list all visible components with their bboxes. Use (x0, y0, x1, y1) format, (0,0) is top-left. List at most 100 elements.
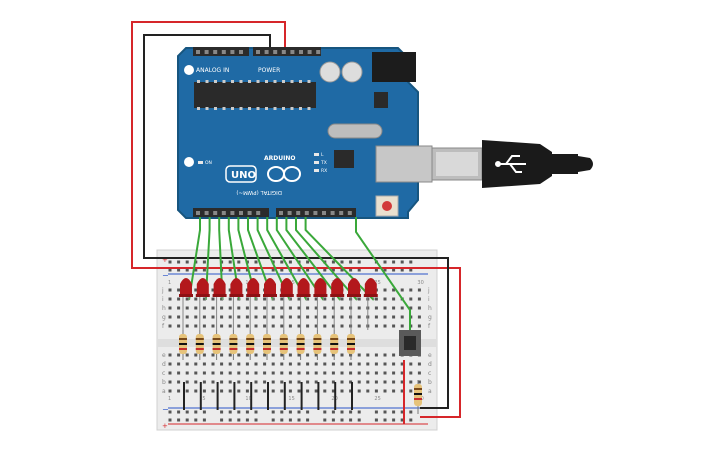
rail-hole[interactable] (323, 418, 327, 422)
rail-hole[interactable] (340, 410, 344, 414)
breadboard-hole[interactable] (211, 288, 215, 292)
breadboard-hole[interactable] (392, 288, 396, 292)
breadboard-hole[interactable] (314, 389, 318, 393)
breadboard-hole[interactable] (323, 353, 327, 357)
breadboard-hole[interactable] (306, 353, 310, 357)
breadboard-hole[interactable] (237, 306, 241, 310)
header-pin[interactable] (247, 211, 252, 215)
breadboard-hole[interactable] (263, 353, 267, 357)
resistor-row[interactable] (179, 330, 355, 360)
breadboard-hole[interactable] (211, 371, 215, 375)
rail-hole[interactable] (194, 418, 198, 422)
rail-hole[interactable] (288, 410, 292, 414)
breadboard-hole[interactable] (211, 380, 215, 384)
breadboard-hole[interactable] (400, 288, 404, 292)
breadboard-hole[interactable] (392, 297, 396, 301)
header-pin[interactable] (230, 50, 235, 54)
breadboard-hole[interactable] (349, 380, 353, 384)
breadboard-hole[interactable] (168, 371, 172, 375)
rail-hole[interactable] (374, 268, 378, 272)
header-pin[interactable] (213, 50, 218, 54)
breadboard-hole[interactable] (374, 362, 378, 366)
rail-hole[interactable] (349, 418, 353, 422)
breadboard-hole[interactable] (323, 380, 327, 384)
breadboard-hole[interactable] (237, 324, 241, 328)
breadboard-hole[interactable] (366, 371, 370, 375)
rail-hole[interactable] (392, 410, 396, 414)
rail-hole[interactable] (228, 268, 232, 272)
breadboard-hole[interactable] (228, 362, 232, 366)
breadboard-hole[interactable] (280, 306, 284, 310)
breadboard-hole[interactable] (323, 306, 327, 310)
rail-hole[interactable] (357, 418, 361, 422)
signal-wire[interactable] (237, 217, 258, 301)
rail-hole[interactable] (323, 268, 327, 272)
header-pin[interactable] (264, 50, 269, 54)
breadboard-hole[interactable] (220, 315, 224, 319)
red-led[interactable] (314, 278, 327, 296)
red-led[interactable] (264, 278, 276, 296)
breadboard-hole[interactable] (194, 288, 198, 292)
rail-hole[interactable] (349, 268, 353, 272)
usb-cable[interactable] (431, 140, 593, 188)
breadboard-hole[interactable] (400, 362, 404, 366)
breadboard-hole[interactable] (271, 389, 275, 393)
rail-hole[interactable] (331, 418, 335, 422)
breadboard-hole[interactable] (400, 324, 404, 328)
rail-hole[interactable] (202, 410, 206, 414)
breadboard-hole[interactable] (314, 362, 318, 366)
rail-hole[interactable] (168, 410, 172, 414)
breadboard-hole[interactable] (254, 353, 258, 357)
signal-wire[interactable] (204, 217, 211, 301)
rail-hole[interactable] (400, 410, 404, 414)
arduino-board[interactable]: ANALOG IN POWER DIGITAL (PWM~) ARDUINO U… (177, 47, 433, 219)
breadboard-hole[interactable] (400, 389, 404, 393)
breadboard-hole[interactable] (323, 389, 327, 393)
breadboard-hole[interactable] (323, 362, 327, 366)
rail-hole[interactable] (392, 260, 396, 264)
rail-hole[interactable] (280, 268, 284, 272)
breadboard-hole[interactable] (211, 353, 215, 357)
breadboard-hole[interactable] (202, 297, 206, 301)
breadboard-hole[interactable] (185, 362, 189, 366)
rail-hole[interactable] (168, 418, 172, 422)
breadboard-hole[interactable] (314, 315, 318, 319)
rail-hole[interactable] (331, 268, 335, 272)
breadboard-hole[interactable] (237, 371, 241, 375)
breadboard-hole[interactable] (297, 362, 301, 366)
breadboard-hole[interactable] (245, 315, 249, 319)
push-button[interactable] (399, 330, 421, 356)
breadboard-hole[interactable] (288, 306, 292, 310)
rail-hole[interactable] (202, 268, 206, 272)
rail-hole[interactable] (357, 268, 361, 272)
header-pin[interactable] (307, 50, 312, 54)
breadboard-hole[interactable] (288, 371, 292, 375)
breadboard-hole[interactable] (271, 371, 275, 375)
rail-hole[interactable] (306, 418, 310, 422)
breadboard-hole[interactable] (357, 353, 361, 357)
breadboard-hole[interactable] (297, 306, 301, 310)
breadboard-hole[interactable] (245, 306, 249, 310)
breadboard-hole[interactable] (331, 371, 335, 375)
breadboard-hole[interactable] (254, 362, 258, 366)
breadboard-hole[interactable] (357, 315, 361, 319)
red-led[interactable] (180, 278, 192, 296)
breadboard-hole[interactable] (194, 353, 198, 357)
rail-hole[interactable] (168, 260, 172, 264)
breadboard-hole[interactable] (168, 353, 172, 357)
breadboard-hole[interactable] (306, 324, 310, 328)
rail-hole[interactable] (177, 418, 181, 422)
red-led[interactable] (348, 278, 360, 296)
rail-hole[interactable] (185, 418, 189, 422)
breadboard-hole[interactable] (306, 297, 310, 301)
breadboard-hole[interactable] (306, 306, 310, 310)
rail-hole[interactable] (185, 260, 189, 264)
breadboard-hole[interactable] (271, 315, 275, 319)
rail-hole[interactable] (297, 268, 301, 272)
breadboard-hole[interactable] (331, 297, 335, 301)
breadboard-hole[interactable] (254, 389, 258, 393)
red-wire[interactable] (131, 21, 461, 418)
breadboard-hole[interactable] (228, 288, 232, 292)
breadboard-hole[interactable] (228, 315, 232, 319)
breadboard-hole[interactable] (357, 324, 361, 328)
